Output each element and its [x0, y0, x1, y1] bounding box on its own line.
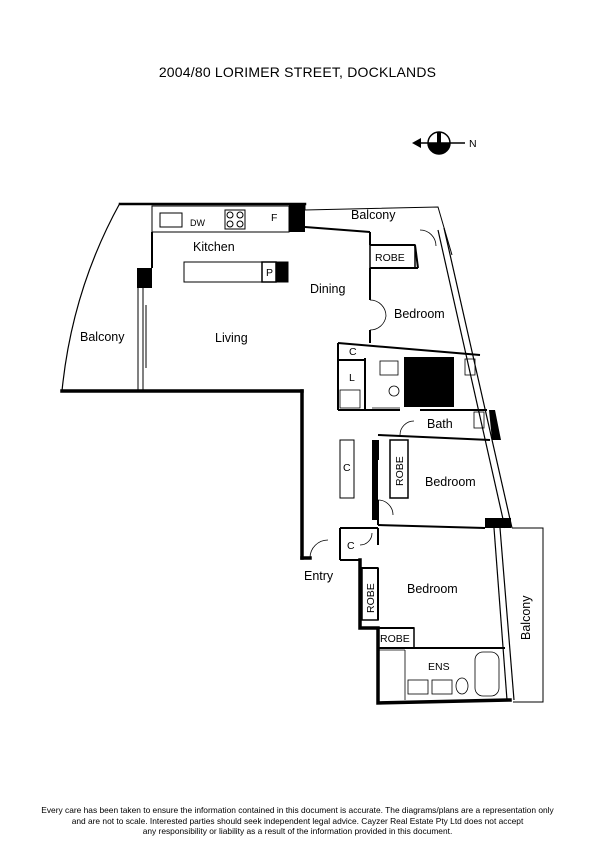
- disclaimer-line: and are not to scale. Interested parties…: [71, 815, 524, 826]
- label-laundry: L: [349, 372, 355, 384]
- hall-cupboard: [339, 439, 355, 499]
- left-sliding-door: [137, 288, 147, 390]
- balcony-left-edge: [61, 202, 121, 392]
- label-pantry: P: [266, 267, 273, 279]
- compass-north-label: N: [469, 138, 477, 150]
- label-robe-bottom-side: ROBE: [365, 583, 377, 613]
- compass-bar: [437, 132, 441, 143]
- door-swings: [309, 229, 437, 559]
- page-title: 2004/80 LORIMER STREET, DOCKLANDS: [158, 64, 437, 80]
- label-dining: Dining: [310, 282, 345, 296]
- room-labels: Balcony DW F Kitchen P ROBE Dining Bedro…: [80, 208, 533, 673]
- label-dw: DW: [190, 218, 205, 228]
- label-robe-master: ROBE: [375, 252, 405, 264]
- label-robe-bottom: ROBE: [380, 633, 410, 645]
- label-cupboard-entry: C: [347, 540, 355, 552]
- label-bedroom-bottom: Bedroom: [407, 582, 458, 596]
- disclaimer: Every care has been taken to ensure the …: [10, 805, 585, 837]
- label-robe-mid: ROBE: [394, 456, 406, 486]
- label-balcony-right: Balcony: [519, 595, 533, 640]
- balcony-right-outline: [512, 527, 544, 703]
- label-bedroom-top: Bedroom: [394, 307, 445, 321]
- label-balcony-left: Balcony: [80, 330, 125, 344]
- label-cupboard-laundry: C: [349, 346, 357, 358]
- ensuite-fixtures: [378, 647, 500, 700]
- label-ens: ENS: [428, 661, 450, 673]
- label-bath: Bath: [427, 417, 453, 431]
- compass: N: [412, 131, 477, 155]
- kitchen-island: [183, 261, 289, 283]
- label-kitchen: Kitchen: [193, 240, 235, 254]
- label-balcony-top: Balcony: [351, 208, 396, 222]
- label-bedroom-mid: Bedroom: [425, 475, 476, 489]
- right-window-wall: [437, 227, 515, 701]
- disclaimer-line: any responsibility or liability as a res…: [142, 826, 453, 837]
- label-living: Living: [215, 331, 248, 345]
- compass-arrow-head: [412, 138, 421, 148]
- kitchen-bench: [151, 205, 290, 268]
- label-fridge: F: [271, 212, 277, 224]
- label-entry: Entry: [304, 569, 334, 583]
- compass-fill: [428, 143, 450, 154]
- laundry-fixtures: [339, 358, 485, 429]
- robe-boxes: [361, 244, 416, 649]
- disclaimer-line: Every care has been taken to ensure the …: [41, 805, 554, 815]
- label-cupboard-hall: C: [343, 462, 351, 474]
- wall-blocks: [137, 204, 511, 528]
